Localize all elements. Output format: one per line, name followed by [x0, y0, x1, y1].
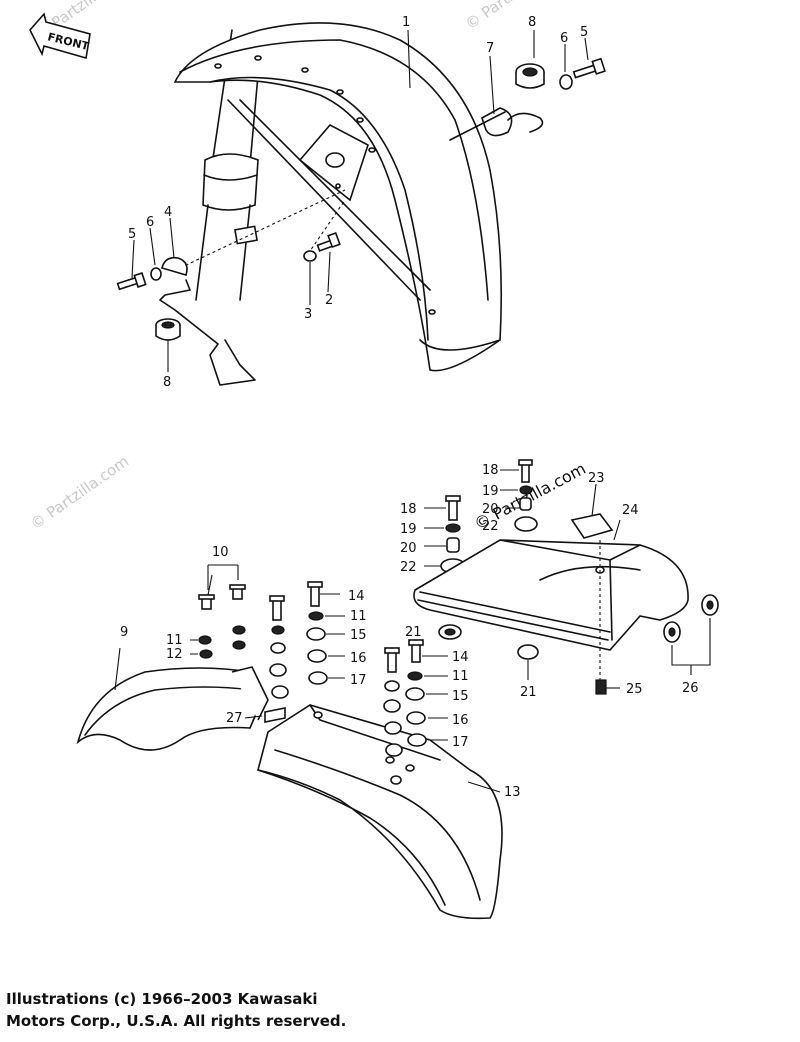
callout-8: 8	[528, 15, 536, 30]
watermark: © Partzilla.com	[462, 0, 567, 33]
bolt-2	[316, 231, 341, 252]
washer-3	[303, 250, 317, 262]
callout-20: 20	[482, 502, 499, 517]
rear-fender-front-9	[76, 667, 263, 751]
callout-7: 7	[486, 41, 494, 56]
callout-19: 19	[400, 522, 417, 537]
callout-15: 15	[350, 628, 367, 643]
callout-22: 22	[400, 560, 417, 575]
rear-fender-assembly	[76, 459, 719, 920]
callout-27: 27	[226, 711, 243, 726]
copyright-notice: Illustrations (c) 1966–2003 Kawasaki Mot…	[6, 988, 346, 1032]
watermark: © Partzilla.com	[27, 452, 132, 533]
callout-19: 19	[482, 484, 499, 499]
callout-12: 12	[166, 647, 183, 662]
callout-17: 17	[452, 735, 469, 750]
washer-12	[199, 649, 213, 659]
grommet-8	[155, 318, 181, 341]
bracket-7	[481, 107, 513, 137]
front-arrow: FRONT	[29, 12, 91, 60]
copyright-line-1: Illustrations (c) 1966–2003 Kawasaki	[6, 990, 318, 1008]
callout-14: 14	[452, 650, 469, 665]
callout-1: 1	[402, 15, 410, 30]
rear-fender-13	[257, 704, 503, 920]
fender-rivet-holes	[214, 55, 436, 315]
callout-15: 15	[452, 689, 469, 704]
callout-labels: 1 2 3 4 5 5 6 6 7 8 8 9 10 11 11 11 12 1…	[120, 15, 699, 800]
callout-11: 11	[166, 633, 183, 648]
callout-3: 3	[304, 307, 312, 322]
callout-5: 5	[580, 25, 588, 40]
callout-21: 21	[520, 685, 537, 700]
reflector-23	[570, 513, 614, 539]
callout-14: 14	[348, 589, 365, 604]
nut-11	[198, 635, 212, 645]
clip-27	[264, 707, 286, 723]
washer-6	[150, 267, 162, 281]
callout-2: 2	[325, 293, 333, 308]
washer-6-upper	[559, 74, 573, 90]
callout-21: 21	[405, 625, 422, 640]
callout-22: 22	[482, 519, 499, 534]
grommet-8-upper	[515, 63, 545, 89]
callout-9: 9	[120, 625, 128, 640]
callout-16: 16	[350, 651, 367, 666]
bracket-4	[161, 256, 188, 276]
callout-25: 25	[626, 682, 643, 697]
front-fender-assembly	[116, 22, 606, 386]
callout-11: 11	[350, 609, 367, 624]
callout-20: 20	[400, 541, 417, 556]
callout-26: 26	[682, 681, 699, 696]
screw-25	[595, 679, 620, 695]
callout-23: 23	[588, 471, 605, 486]
callout-11: 11	[452, 669, 469, 684]
callout-5: 5	[128, 227, 136, 242]
callout-17: 17	[350, 673, 367, 688]
callout-13: 13	[504, 785, 521, 800]
callout-10: 10	[212, 545, 229, 560]
callout-18: 18	[400, 502, 417, 517]
copyright-line-2: Motors Corp., U.S.A. All rights reserved…	[6, 1012, 347, 1030]
callout-6: 6	[146, 215, 154, 230]
callout-4: 4	[164, 205, 172, 220]
bolts-10	[198, 584, 246, 610]
callout-8: 8	[163, 375, 171, 390]
callout-6: 6	[560, 31, 568, 46]
callout-18: 18	[482, 463, 499, 478]
callout-16: 16	[452, 713, 469, 728]
callout-24: 24	[622, 503, 639, 518]
